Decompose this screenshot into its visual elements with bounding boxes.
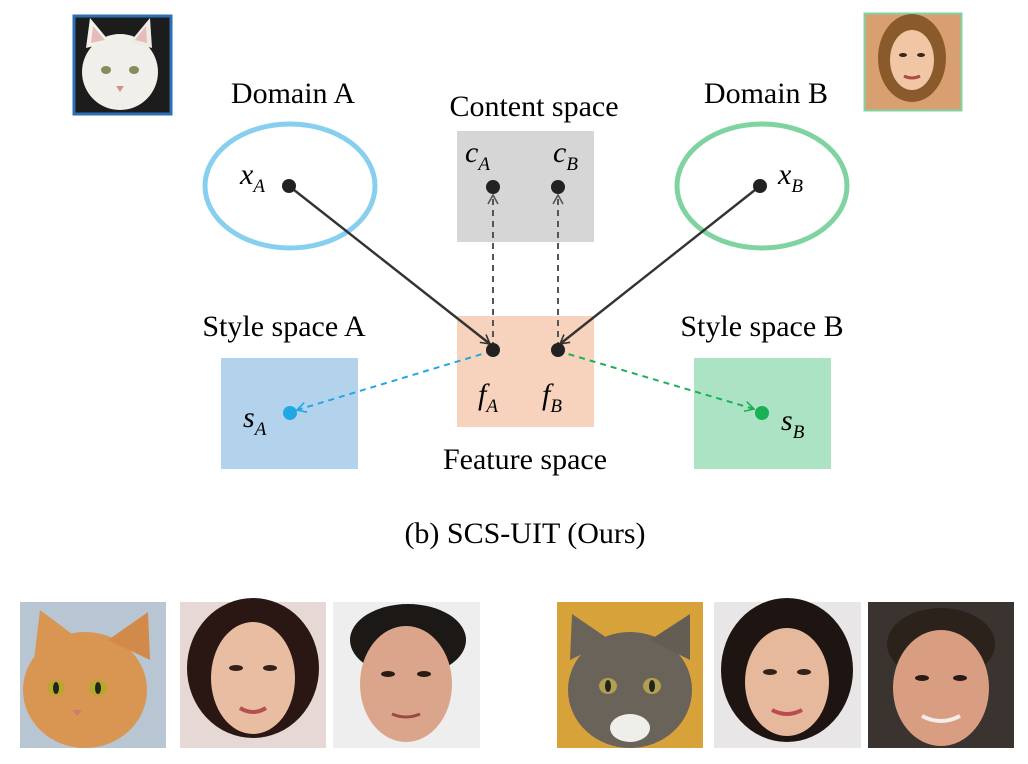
- cat-icon: [72, 14, 173, 116]
- style-space-a-label: Style space A: [202, 310, 366, 343]
- point-f-b: [551, 343, 565, 357]
- arrow-xa-to-fa: [288, 185, 492, 346]
- bottom-right-photos: [557, 598, 1014, 748]
- cat-photo-icon: [557, 602, 703, 748]
- arrow-fa-to-sa: [295, 350, 493, 413]
- domain-b-label: Domain B: [704, 77, 828, 110]
- style-space-b-label: Style space B: [680, 310, 843, 343]
- s-a-label: sA: [243, 401, 267, 440]
- man-face-photo-icon: [333, 602, 480, 748]
- feature-space-label: Feature space: [443, 443, 607, 476]
- woman-face-photo-icon: [714, 598, 861, 748]
- point-c-a: [486, 180, 500, 194]
- point-x-a: [282, 179, 296, 193]
- s-b-label: sB: [781, 404, 805, 443]
- domain-a-label: Domain A: [231, 77, 355, 110]
- caption: (b) SCS-UIT (Ours): [404, 517, 645, 550]
- point-s-a: [283, 406, 297, 420]
- point-c-b: [551, 180, 565, 194]
- woman-face-photo-icon: [180, 598, 326, 748]
- point-f-a: [486, 343, 500, 357]
- x-a-label: xA: [239, 158, 265, 197]
- woman-face-icon: [863, 12, 963, 112]
- c-a-label: cA: [465, 136, 490, 175]
- point-s-b: [755, 406, 769, 420]
- point-x-b: [753, 179, 767, 193]
- content-space-box: [457, 131, 594, 242]
- domain-a-ellipse: [202, 121, 378, 251]
- content-space-label: Content space: [449, 90, 618, 123]
- cat-photo-icon: [20, 602, 166, 748]
- man-face-photo-icon: [868, 602, 1014, 748]
- domain-b-ellipse: [674, 121, 850, 251]
- bottom-left-photos: [20, 598, 480, 748]
- arrow-xb-to-fb: [558, 185, 761, 346]
- c-b-label: cB: [553, 136, 578, 175]
- x-b-label: xB: [777, 158, 803, 197]
- arrow-fb-to-sb: [557, 350, 756, 413]
